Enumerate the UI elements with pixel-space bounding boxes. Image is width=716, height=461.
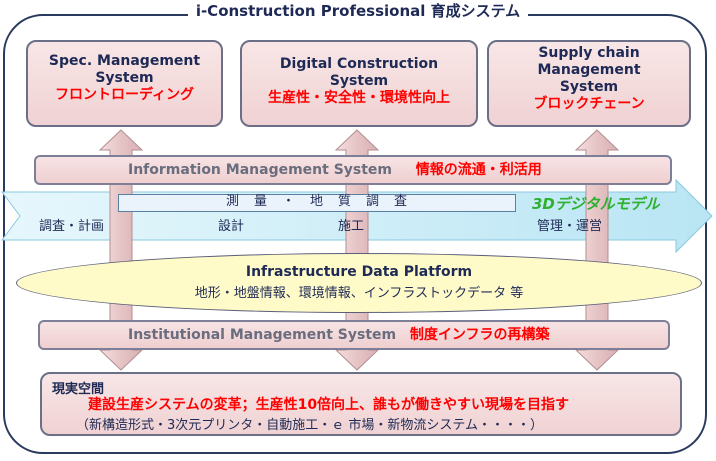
- box-name-line: System: [329, 73, 389, 89]
- reality-space-box: 現実空間 建設生産システムの変革；生産性10倍向上、誰もが働きやすい現場を目指す…: [40, 372, 682, 436]
- survey-strip: 測 量 ・ 地 質 調 査: [118, 194, 516, 212]
- reality-main-text: 建設生産システムの変革；生産性10倍向上、誰もが働きやすい現場を目指す: [88, 397, 570, 413]
- information-management-bar: Information Management System 情報の流通・利活用: [34, 155, 672, 185]
- reality-sub-text: （新構造形式・3次元プリンタ・自動施工・ｅ 市場・新物流システム・・・・）: [76, 418, 544, 433]
- box-subtitle: フロントローディング: [54, 87, 195, 103]
- diagram-title: i-Construction Professional 育成システム: [0, 0, 716, 21]
- arrow-right: [574, 129, 620, 371]
- reality-heading: 現実空間: [52, 382, 105, 397]
- stage-design: 設計: [218, 219, 245, 234]
- platform-name: Infrastructure Data Platform: [245, 264, 473, 280]
- model-label: 3Dデジタルモデル: [532, 195, 660, 213]
- bar-name: Institutional Management System: [128, 327, 397, 343]
- institutional-management-bar: Institutional Management System 制度インフラの再…: [38, 320, 670, 350]
- box-subtitle: 生産性・安全性・環境性向上: [268, 90, 450, 106]
- platform-subtitle: 地形・地盤情報、環境情報、インフラストックデータ 等: [194, 286, 524, 301]
- stage-survey-planning: 調査・計画: [39, 219, 105, 234]
- box-name-line: Spec. Management: [48, 53, 201, 69]
- box-name-line: System: [95, 70, 154, 86]
- supply-chain-box: Supply chain Management System ブロックチェーン: [487, 40, 691, 127]
- bar-subtitle: 制度インフラの再構築: [409, 327, 550, 343]
- digital-construction-box: Digital Construction System 生産性・安全性・環境性向…: [240, 40, 478, 127]
- spec-management-box: Spec. Management System フロントローディング: [26, 40, 223, 127]
- stage-management: 管理・運営: [537, 219, 603, 234]
- infrastructure-data-platform: Infrastructure Data Platform 地形・地盤情報、環境情…: [16, 253, 702, 313]
- box-name-line: Management: [537, 62, 641, 78]
- bar-name: Information Management System: [128, 162, 393, 178]
- box-subtitle: ブロックチェーン: [533, 96, 645, 112]
- box-name-line: Digital Construction: [279, 56, 439, 72]
- stage-construction: 施工: [338, 219, 365, 234]
- bar-subtitle: 情報の流通・利活用: [415, 162, 542, 178]
- arrow-left: [98, 129, 144, 371]
- box-name-line: Supply chain: [538, 45, 640, 61]
- survey-label: 測 量 ・ 地 質 調 査: [225, 194, 408, 209]
- box-name-line: System: [559, 79, 619, 95]
